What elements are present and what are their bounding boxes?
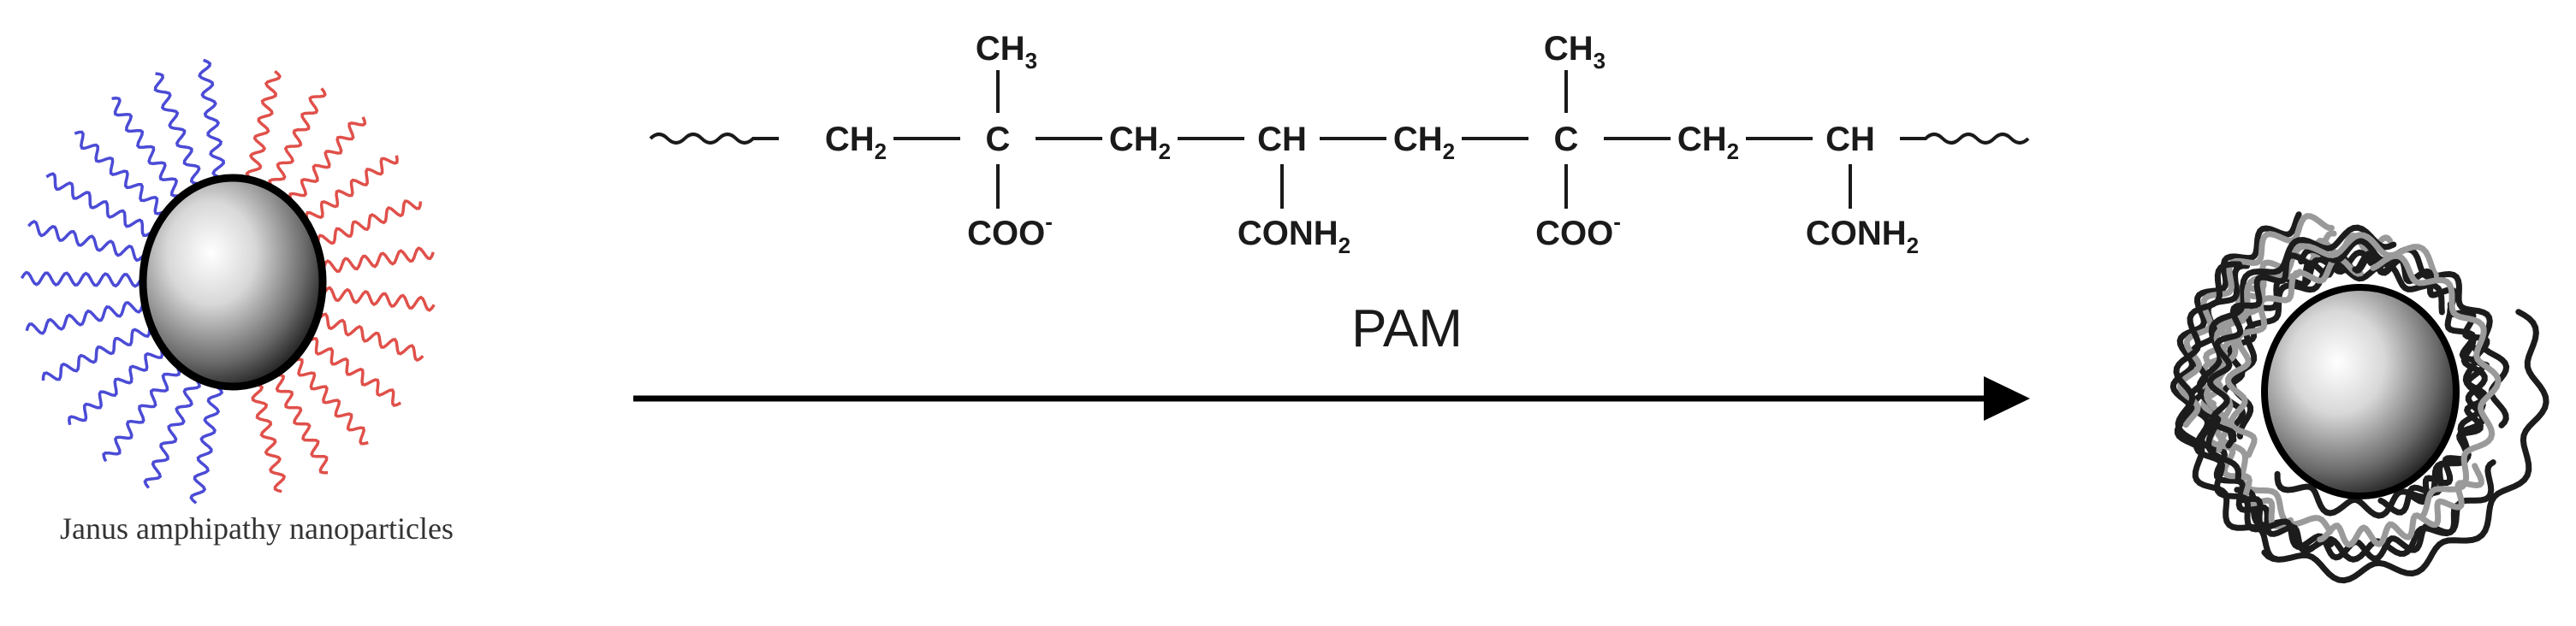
janus-core-sphere — [139, 174, 327, 391]
backbone-atom-subscript: 2 — [1159, 139, 1171, 164]
hydrophobic-chain — [245, 69, 282, 190]
wrapping-polymer-chain — [2298, 238, 2510, 428]
hydrophilic-chain — [153, 72, 209, 194]
side-group-superscript: - — [1613, 209, 1621, 234]
hydrophilic-chain — [25, 296, 154, 335]
hydrophilic-chain — [189, 375, 224, 505]
hydrophobic-chain — [299, 155, 399, 230]
backbone-atom: CH2 — [825, 121, 887, 164]
hydrophilic-chain — [198, 58, 229, 189]
side-group-text: CONH — [1238, 215, 1338, 252]
hydrophilic-chain — [102, 357, 184, 463]
hydrophobic-chain — [284, 352, 369, 446]
hydrophobic-chains — [245, 69, 436, 493]
polymer-wrap — [2169, 211, 2549, 584]
methyl-subscript: 3 — [1594, 48, 1606, 74]
backbone-atom: CH2 — [1109, 121, 1171, 164]
wrapping-polymer-chain — [2192, 373, 2335, 554]
hydrophilic-chain — [143, 369, 201, 489]
backbone-atom-text: CH — [825, 121, 875, 158]
hydrophilic-chain — [111, 96, 190, 204]
hydrophilic-chain — [41, 319, 160, 381]
wrapping-polymer-chain — [2173, 261, 2280, 563]
wrapping-polymer-chain — [2352, 250, 2490, 369]
hydrophobic-chain — [285, 116, 367, 211]
hydrophilic-chain — [68, 340, 170, 426]
methyl-subscript: 3 — [1025, 48, 1037, 74]
wrapping-polymer-chain — [2229, 261, 2445, 440]
polymer-unit: CH2 — [825, 121, 960, 164]
hydrophilic-chain — [20, 270, 151, 288]
methyl-group: CH3 — [976, 30, 1037, 74]
wrapped-core-sphere — [2261, 284, 2460, 499]
hydrophobic-chain — [313, 286, 436, 312]
hydrophobic-chain — [266, 366, 329, 475]
hydrophobic-chain — [309, 312, 424, 363]
backbone-atom: CH2 — [1393, 121, 1455, 164]
wrapping-polymer-chain — [2370, 252, 2502, 521]
backbone-atom-text: C — [986, 121, 1011, 158]
backbone-atom: CH2 — [1677, 121, 1739, 164]
hydrophobic-chain — [313, 246, 435, 276]
side-group: COO- — [967, 209, 1053, 252]
backbone-atom-text: CH — [1109, 121, 1159, 158]
side-group: CONH2 — [1238, 215, 1350, 258]
side-group-subscript: 2 — [1907, 233, 1919, 258]
methyl-text: CH — [976, 30, 1025, 68]
polymer-unit: CH2 — [1109, 121, 1244, 164]
backbone-atom: C — [986, 121, 1011, 158]
backbone-atom: CH — [1257, 121, 1307, 158]
side-group-subscript: 2 — [1338, 233, 1350, 258]
backbone-atom-subscript: 2 — [1727, 139, 1739, 164]
wrapped-nanoparticle — [2169, 211, 2549, 584]
side-group-text: COO — [967, 215, 1045, 252]
backbone-left-wavy — [649, 133, 779, 145]
wrapping-polymer-chain — [2206, 252, 2320, 449]
polymer-unit: CH CONH2 — [1238, 121, 1386, 258]
backbone-atom-subscript: 2 — [875, 139, 887, 164]
reaction-arrow — [633, 376, 2030, 421]
backbone-atom-text: C — [1554, 121, 1579, 158]
backbone-atom: CH — [1825, 121, 1875, 158]
wrapping-polymer-chain — [2225, 255, 2364, 458]
polymer-unit: CH2 — [1393, 121, 1528, 164]
side-group-superscript: - — [1045, 209, 1053, 234]
hydrophilic-chains — [20, 58, 229, 505]
pam-label: PAM — [1351, 299, 1463, 358]
wrapping-polymer-chain — [2261, 309, 2549, 584]
side-group-text: CONH — [1806, 215, 1907, 252]
side-group-text: COO — [1535, 215, 1613, 252]
polymer-unit: CH CONH2 — [1806, 121, 1919, 258]
backbone-atom-text: CH — [1257, 121, 1307, 158]
backbone-atom-text: CH — [1825, 121, 1875, 158]
hydrophilic-chain — [74, 130, 174, 219]
backbone-atom-text: CH — [1677, 121, 1727, 158]
hydrophobic-chain — [299, 335, 402, 408]
methyl-group: CH3 — [1544, 30, 1606, 74]
side-group: COO- — [1535, 209, 1621, 252]
hydrophobic-chain — [308, 199, 423, 252]
hydrophilic-chain — [45, 172, 162, 238]
side-group: CONH2 — [1806, 215, 1919, 258]
backbone-atom-subscript: 2 — [1443, 139, 1455, 164]
backbone-atom: C — [1554, 121, 1579, 158]
backbone-right-wavy — [1900, 133, 2030, 145]
backbone-atom-text: CH — [1393, 121, 1443, 158]
methyl-text: CH — [1544, 30, 1594, 68]
janus-label: Janus amphipathy nanoparticles — [60, 511, 454, 546]
hydrophilic-chain — [27, 220, 155, 263]
janus-nanoparticle: Janus amphipathy nanoparticles — [20, 58, 454, 546]
polymer-unit: CH2 — [1677, 121, 1813, 164]
hydrophobic-chain — [268, 87, 327, 198]
hydrophobic-chain — [246, 374, 287, 493]
